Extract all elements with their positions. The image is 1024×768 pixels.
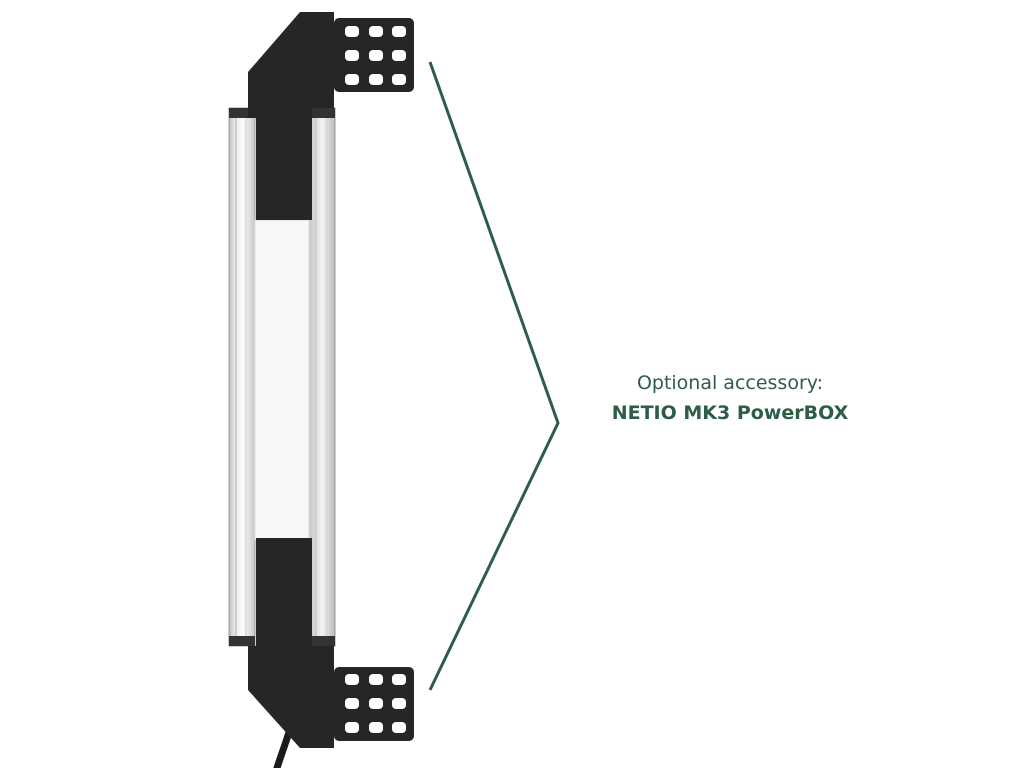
center-panel (254, 219, 310, 541)
left-rail (228, 107, 256, 647)
bracket-holes-icon (345, 26, 406, 85)
caption-subtitle: Optional accessory: (636, 372, 824, 394)
accessory-caption: Optional accessory: NETIO MK3 PowerBOX (560, 368, 900, 428)
callout-bracket-icon (428, 61, 560, 691)
right-rail (308, 107, 336, 647)
bracket-holes-icon (345, 674, 406, 733)
bottom-bracket (248, 538, 414, 748)
top-bracket (248, 12, 414, 220)
caption-product-name: NETIO MK3 PowerBOX (611, 402, 849, 424)
